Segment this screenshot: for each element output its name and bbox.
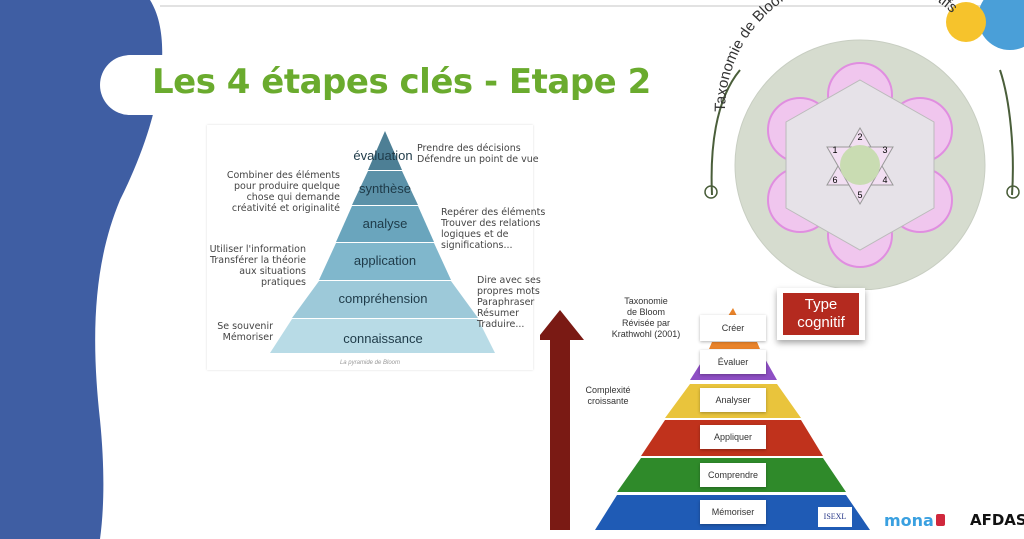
tier-synthese	[352, 171, 418, 205]
note-line: Se souvenir	[217, 321, 273, 332]
note-connaissance: Se souvenir Mémoriser	[200, 321, 273, 343]
tier-analyse	[336, 206, 434, 242]
note-line: chose qui demande	[246, 192, 340, 203]
wheel-number: 6	[832, 175, 837, 185]
complexity-label: Complexité croissante	[578, 385, 638, 407]
label-line: Complexité	[585, 385, 631, 395]
note-evaluation: Prendre des décisions Défendre un point …	[417, 143, 539, 165]
bloom-pyramid: évaluation synthèse analyse application …	[270, 131, 495, 366]
left-blue-shape	[0, 0, 163, 539]
mona-logo: mona	[884, 511, 934, 530]
figure-caption: La pyramide de Bloom	[340, 360, 400, 366]
note-line: créativité et originalité	[231, 203, 340, 214]
note-line: Paraphraser	[477, 297, 535, 308]
wheel-number: 5	[857, 190, 862, 200]
tier-creer	[728, 308, 737, 316]
note-line: Résumer	[477, 308, 519, 319]
tier-comprehension	[292, 281, 478, 318]
tier-connaissance	[270, 319, 495, 353]
caption-line: Révisée par	[621, 318, 671, 328]
wheel-number: 2	[857, 132, 862, 142]
level-label: compréhension	[339, 291, 428, 306]
label-line: croissante	[587, 396, 629, 406]
level-analyser: Analyser	[700, 388, 766, 412]
note-line: pour produire quelque	[233, 181, 340, 192]
note-application: Utiliser l'information Transférer la thé…	[196, 244, 306, 288]
wheel-number: 3	[882, 145, 887, 155]
yellow-deco-circle	[946, 2, 986, 42]
type-line: cognitif	[797, 314, 845, 331]
bloom-wheel: 2 3 4 5 6 1 Taxonomie de Bloom - Taxonom…	[704, 0, 1020, 290]
note-line: Défendre un point de vue	[417, 154, 539, 165]
note-line: logiques et de	[441, 229, 509, 240]
note-line: Mémoriser	[222, 332, 273, 343]
tier-evaluation	[368, 131, 402, 170]
note-line: Transférer la théorie	[209, 255, 306, 266]
note-line: Prendre des décisions	[417, 143, 521, 154]
level-label: connaissance	[343, 331, 423, 346]
note-line: Utiliser l'information	[209, 244, 306, 255]
type-line: Type	[804, 296, 838, 313]
level-comprendre: Comprendre	[700, 463, 766, 487]
level-label: évaluation	[353, 148, 412, 163]
level-evaluer: Évaluer	[700, 350, 766, 374]
wheel-number: 1	[832, 145, 837, 155]
note-line: aux situations pratiques	[239, 266, 306, 288]
blue-deco-circle	[978, 0, 1024, 50]
tier-application	[319, 243, 451, 280]
note-line: Combiner des éléments	[226, 170, 340, 181]
level-label: application	[354, 253, 416, 268]
level-memoriser: Mémoriser	[700, 500, 766, 524]
note-line: Traduire...	[477, 319, 525, 330]
caption-line: Taxonomie	[624, 296, 668, 306]
note-analyse: Repérer des éléments Trouver des relatio…	[441, 207, 545, 251]
note-line: propres mots	[477, 286, 540, 297]
isexl-stamp: ISEXL	[818, 507, 852, 527]
note-line: significations...	[441, 240, 513, 251]
level-label: synthèse	[359, 181, 411, 196]
note-line: Repérer des éléments	[441, 207, 546, 218]
revised-caption: Taxonomie de Bloom Révisée par Krathwohl…	[606, 296, 686, 340]
level-appliquer: Appliquer	[700, 425, 766, 449]
partner-logo-icon	[936, 514, 945, 526]
note-line: Trouver des relations	[441, 218, 541, 229]
afdas-logo: AFDAS	[970, 511, 1024, 529]
tier-creer-base	[709, 342, 760, 349]
caption-line: de Bloom	[626, 307, 666, 317]
note-synthese: Combiner des éléments pour produire quel…	[220, 170, 340, 214]
slide-title: Les 4 étapes clés - Etape 2	[152, 62, 651, 102]
complexity-arrow	[540, 310, 584, 530]
wheel-number: 4	[882, 175, 887, 185]
title-tab	[100, 55, 600, 115]
note-line: Dire avec ses	[477, 275, 541, 286]
note-comprehension: Dire avec ses propres mots Paraphraser R…	[477, 275, 541, 330]
bloom-pyramid-figure: évaluation synthèse analyse application …	[207, 125, 533, 370]
caption-line: Krathwohl (2001)	[611, 329, 681, 339]
level-creer: Créer	[700, 315, 766, 341]
level-label: analyse	[363, 216, 408, 231]
